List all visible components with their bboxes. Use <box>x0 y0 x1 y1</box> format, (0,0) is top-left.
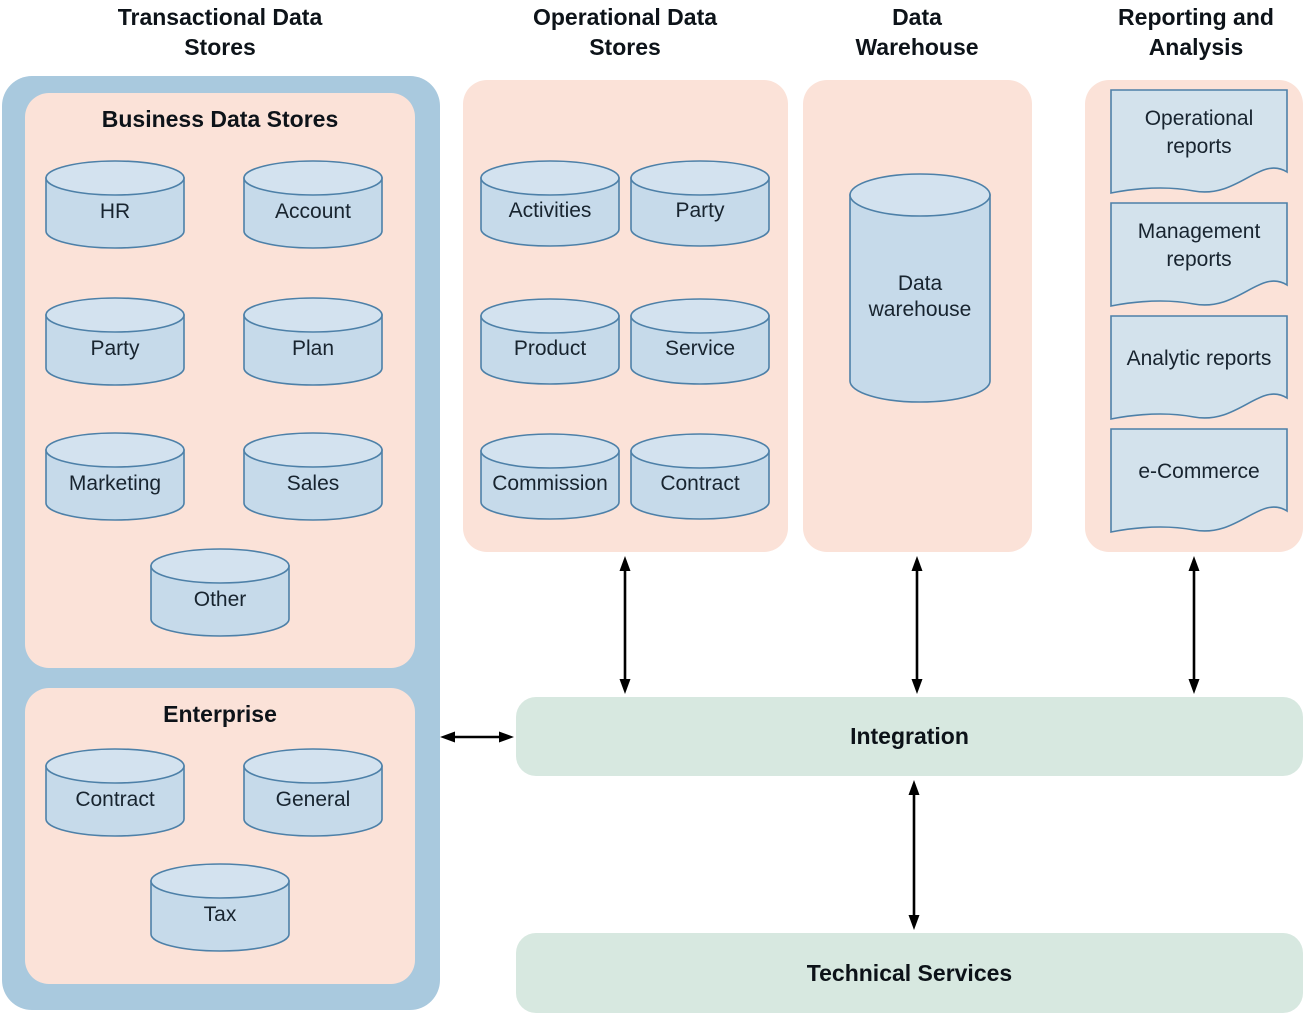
cylinder-commission: Commission <box>480 433 620 521</box>
arrow-warehouse-integration <box>909 556 925 694</box>
document-analytic-reports: Analytic reports <box>1110 315 1288 423</box>
cylinder-label: Tax <box>203 903 237 926</box>
business-data-stores-heading: Business Data Stores <box>101 106 339 132</box>
cylinder-label: HR <box>99 200 131 223</box>
cylinder-label: General <box>275 788 351 811</box>
cylinder-label: Contract <box>75 788 155 811</box>
column-title-operational: Operational Data Stores <box>532 4 718 60</box>
column-title-transactional: Transactional Data Stores <box>117 4 323 60</box>
document-label: Analytic reports <box>1126 347 1272 370</box>
cylinder-label: Commission <box>492 472 608 495</box>
integration-bar: Integration <box>516 697 1303 776</box>
document-e-commerce: e-Commerce <box>1110 428 1288 536</box>
cylinder-label: Party <box>90 337 140 360</box>
column-title-warehouse: Data Warehouse <box>855 4 979 60</box>
document-management-reports: Management reports <box>1110 202 1288 310</box>
cylinder-product: Product <box>480 298 620 386</box>
cylinder-service: Service <box>630 298 770 386</box>
cylinder-label: Data warehouse <box>868 271 972 321</box>
cylinder-plan: Plan <box>243 297 383 387</box>
cylinder-sales: Sales <box>243 432 383 522</box>
cylinder-hr: HR <box>45 160 185 250</box>
cylinder-label: Marketing <box>68 472 162 495</box>
cylinder-label: Service <box>664 337 736 360</box>
cylinder-data-warehouse: Data warehouse <box>849 173 991 404</box>
cylinder-label: Contract <box>660 472 740 495</box>
technical-services-bar: Technical Services <box>516 933 1303 1013</box>
cylinder-marketing: Marketing <box>45 432 185 522</box>
cylinder-party-operational: Party <box>630 160 770 248</box>
cylinder-activities: Activities <box>480 160 620 248</box>
cylinder-label: Product <box>513 337 587 360</box>
cylinder-other: Other <box>150 548 290 638</box>
cylinder-contract-enterprise: Contract <box>45 748 185 838</box>
cylinder-account: Account <box>243 160 383 250</box>
arrow-transactional-integration <box>440 729 514 745</box>
document-label: Management reports <box>1137 220 1261 271</box>
cylinder-contract-operational: Contract <box>630 433 770 521</box>
cylinder-label: Sales <box>286 472 340 495</box>
integration-label: Integration <box>850 723 969 749</box>
column-title-reporting: Reporting and Analysis <box>1118 4 1274 60</box>
cylinder-general: General <box>243 748 383 838</box>
cylinder-label: Activities <box>508 199 592 222</box>
arrow-reporting-integration <box>1186 556 1202 694</box>
document-label: e-Commerce <box>1138 460 1260 483</box>
arrow-operational-integration <box>617 556 633 694</box>
cylinder-party: Party <box>45 297 185 387</box>
cylinder-label: Party <box>675 199 725 222</box>
document-label: Operational reports <box>1144 107 1254 158</box>
cylinder-label: Plan <box>291 337 335 360</box>
enterprise-heading: Enterprise <box>163 701 277 727</box>
cylinder-label: Account <box>275 200 351 223</box>
technical-services-label: Technical Services <box>806 959 1013 986</box>
arrow-integration-technical <box>906 780 922 930</box>
document-operational-reports: Operational reports <box>1110 89 1288 197</box>
cylinder-label: Other <box>193 588 247 611</box>
cylinder-tax: Tax <box>150 863 290 953</box>
